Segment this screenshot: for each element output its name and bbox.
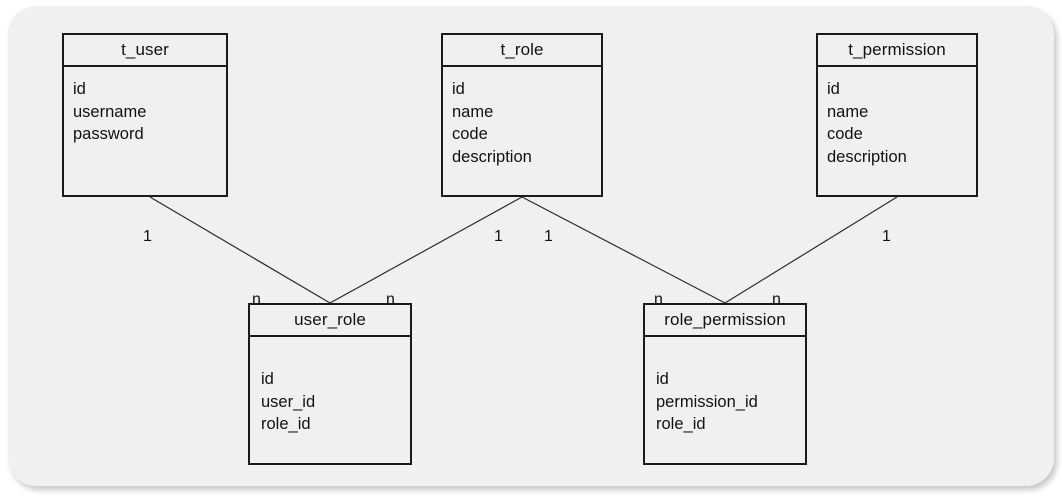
field-row: description bbox=[452, 147, 532, 166]
cardinality-label-user-to-user_role-to: n bbox=[252, 291, 261, 308]
field-row: password bbox=[73, 125, 144, 143]
field-row: role_id bbox=[656, 415, 706, 433]
cardinality-label-role-to-user_role-to: n bbox=[386, 291, 395, 308]
field-row: description bbox=[827, 147, 907, 166]
field-row: name bbox=[452, 102, 494, 121]
field-row: code bbox=[452, 125, 488, 143]
cardinality-label-role-to-user_role-from: 1 bbox=[494, 228, 503, 245]
entity-title-t_role: t_role bbox=[443, 35, 601, 67]
entity-title-user_role: user_role bbox=[250, 305, 410, 337]
field-row: id bbox=[73, 80, 86, 98]
entity-fields-t_role: id name code description bbox=[443, 67, 601, 168]
field-row: role_id bbox=[261, 415, 311, 433]
field-row: username bbox=[73, 102, 147, 121]
entity-title-t_permission: t_permission bbox=[818, 35, 976, 67]
field-row: id bbox=[452, 80, 465, 98]
field-row: user_id bbox=[261, 392, 316, 411]
entity-title-t_user: t_user bbox=[64, 35, 226, 67]
entity-fields-t_user: id username password bbox=[64, 67, 226, 146]
field-row: id bbox=[656, 370, 669, 388]
entity-fields-t_permission: id name code description bbox=[818, 67, 976, 168]
entity-title-role_permission: role_permission bbox=[645, 305, 805, 337]
field-row: id bbox=[827, 80, 840, 98]
cardinality-label-permission-to-role_permission-to: n bbox=[772, 291, 781, 308]
field-row: code bbox=[827, 125, 863, 143]
field-row: id bbox=[261, 370, 274, 388]
field-row: name bbox=[827, 102, 869, 121]
entity-fields-user_role: id user_id role_id bbox=[250, 337, 410, 436]
cardinality-label-user-to-user_role-from: 1 bbox=[143, 228, 152, 245]
cardinality-label-permission-to-role_permission-from: 1 bbox=[882, 228, 891, 245]
cardinality-label-role-to-role_permission-to: n bbox=[654, 291, 663, 308]
field-row: permission_id bbox=[656, 392, 758, 411]
cardinality-label-role-to-role_permission-from: 1 bbox=[544, 228, 553, 245]
entity-fields-role_permission: id permission_id role_id bbox=[645, 337, 805, 436]
